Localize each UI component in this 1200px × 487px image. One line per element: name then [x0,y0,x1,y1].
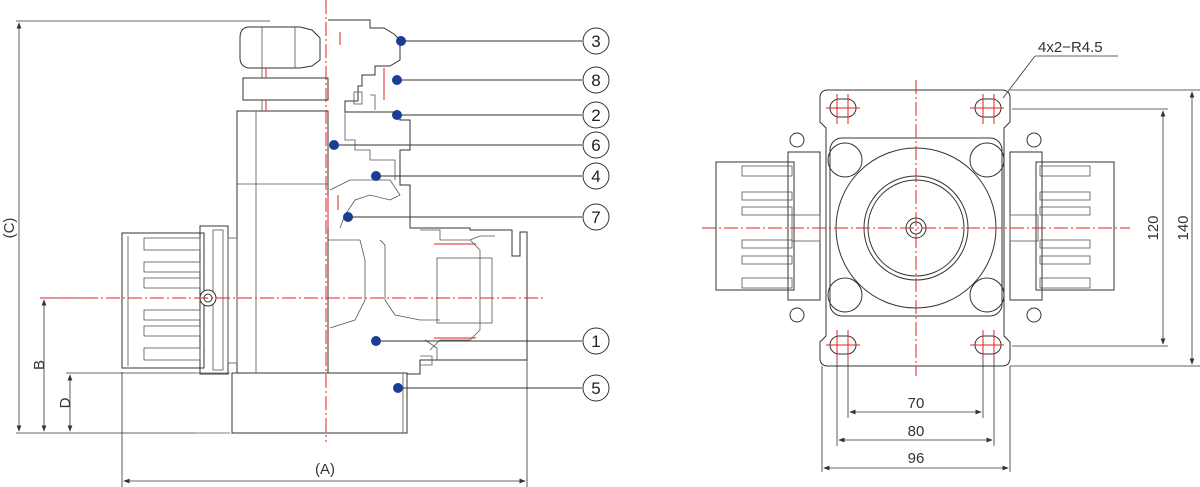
svg-text:7: 7 [591,208,600,227]
dimension-70: 70 [847,360,984,418]
gland-ring [242,77,329,101]
dimension-a-label: (A) [315,461,335,478]
dimension-d: D [57,372,195,432]
dimension-b-label: B [31,360,48,370]
callout-1: 1 [371,327,610,355]
callouts: 3 8 2 6 [329,27,610,402]
side-view: (C) B D (A) [1,0,610,487]
left-actuator [121,225,238,375]
svg-text:5: 5 [591,379,600,398]
dimension-c: (C) [1,20,270,434]
top-right-actuator [1009,132,1115,323]
dimension-d-label: D [57,397,74,408]
svg-text:1: 1 [591,332,600,351]
top-left-actuator [715,132,821,323]
valve-body-right [328,19,528,375]
callout-7: 7 [343,203,610,231]
slot-note-label: 4x2−R4.5 [1038,39,1103,56]
dimension-96-label: 96 [908,450,925,467]
svg-text:2: 2 [591,106,600,125]
callout-5: 5 [393,374,610,402]
valve-body-left [236,110,329,374]
top-view: 4x2−R4.5 120 140 70 80 [702,39,1200,472]
callout-3: 3 [396,27,610,55]
mounting-slots [826,94,1004,360]
svg-text:3: 3 [591,32,600,51]
slot-note: 4x2−R4.5 [1002,39,1118,99]
dimension-80: 80 [836,360,995,446]
dimension-70-label: 70 [908,395,925,412]
dimension-120: 120 [1012,108,1168,347]
dimension-80-label: 80 [908,423,925,440]
dimension-a: (A) [121,360,528,487]
callout-8: 8 [392,66,610,94]
dimension-140: 140 [1010,89,1200,367]
dimension-120-label: 120 [1145,215,1162,240]
callout-4: 4 [371,162,610,190]
dimension-b: B [31,297,90,432]
svg-text:6: 6 [591,136,600,155]
dimension-140-label: 140 [1175,215,1192,240]
top-nut [239,26,321,69]
mounting-plate [819,89,1011,367]
svg-text:4: 4 [591,167,600,186]
base-block [231,372,408,434]
callout-6: 6 [329,131,610,159]
dimension-c-label: (C) [1,218,18,239]
callout-2: 2 [392,101,610,129]
svg-text:8: 8 [591,71,600,90]
dimension-96: 96 [821,366,1011,472]
